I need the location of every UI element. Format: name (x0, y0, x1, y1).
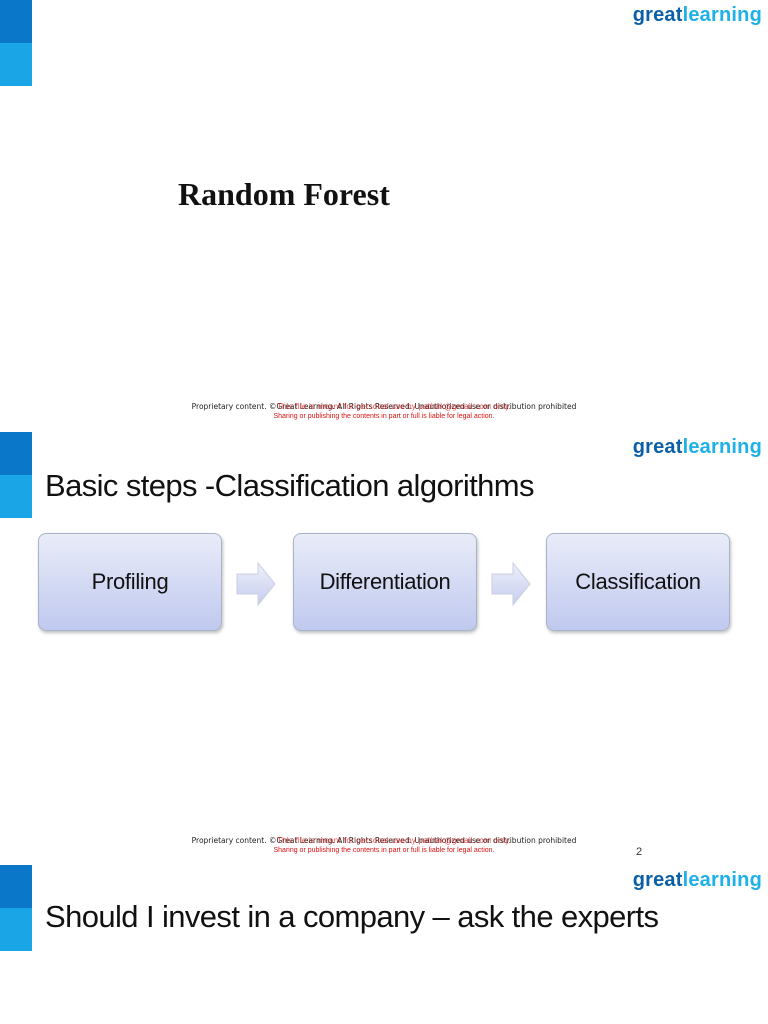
legal-notice: Sharing or publishing the contents in pa… (273, 847, 495, 854)
arrow-right-icon (236, 561, 276, 607)
legal-notice: Sharing or publishing the contents in pa… (273, 413, 495, 420)
accent-bar-light (0, 475, 32, 518)
arrow-right-icon (491, 561, 531, 607)
slide-footer: Proprietary content. ©Great Learning. Al… (0, 402, 768, 422)
accent-bar-dark (0, 432, 32, 475)
copyright-notice: Proprietary content. ©Great Learning. Al… (191, 836, 577, 845)
slide-heading: Basic steps -Classification algorithms (45, 468, 534, 503)
process-flow: Profiling Differentiation Classification (38, 533, 730, 631)
slide-2: greatlearning Basic steps -Classificatio… (0, 432, 768, 865)
watermark-notice: This file is meant for personal use by p… (277, 402, 511, 411)
step-classification: Classification (546, 533, 730, 631)
slide-footer: Proprietary content. ©Great Learning. Al… (0, 836, 768, 856)
slide-title: Random Forest (178, 176, 390, 212)
greatlearning-logo: greatlearning (632, 869, 762, 891)
accent-bar-dark (0, 865, 32, 908)
slide-1: greatlearning Random Forest Proprietary … (0, 0, 768, 432)
greatlearning-logo: greatlearning (632, 436, 762, 458)
accent-bar-dark (0, 0, 32, 43)
greatlearning-logo: greatlearning (632, 4, 762, 26)
watermark-notice: This file is meant for personal use by p… (277, 836, 511, 845)
step-profiling: Profiling (38, 533, 222, 631)
page-number: 2 (636, 846, 643, 858)
accent-bar-light (0, 908, 32, 951)
slide-3: greatlearning Should I invest in a compa… (0, 865, 768, 1024)
copyright-notice: Proprietary content. ©Great Learning. Al… (191, 402, 577, 411)
slide-heading: Should I invest in a company – ask the e… (45, 899, 659, 934)
accent-bar-light (0, 43, 32, 86)
step-differentiation: Differentiation (293, 533, 477, 631)
